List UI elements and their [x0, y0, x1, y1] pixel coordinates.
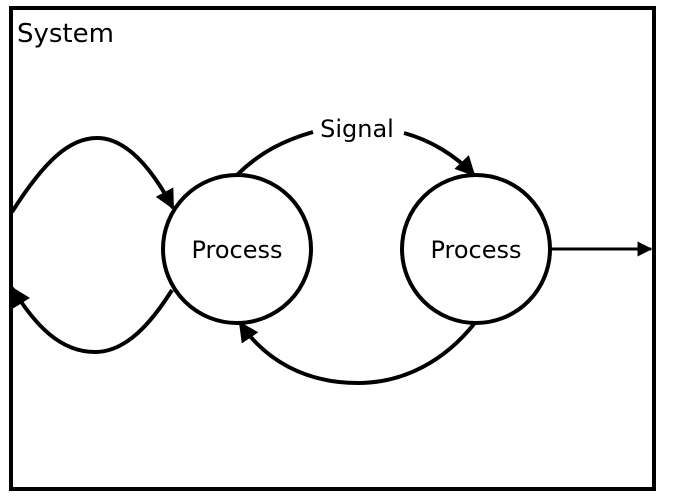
- signal-arrow-tail: [235, 130, 314, 177]
- self-loop-in-arrow: [10, 135, 175, 214]
- process-b-label: Process: [430, 236, 521, 264]
- process-a-label: Process: [191, 236, 282, 264]
- system-boundary: [9, 6, 656, 491]
- return-arrow: [238, 321, 476, 386]
- system-label: System: [17, 19, 114, 49]
- signal-label: Signal: [320, 115, 394, 143]
- self-loop-out-arrow: [10, 286, 174, 355]
- signal-arrow-head: [403, 131, 476, 177]
